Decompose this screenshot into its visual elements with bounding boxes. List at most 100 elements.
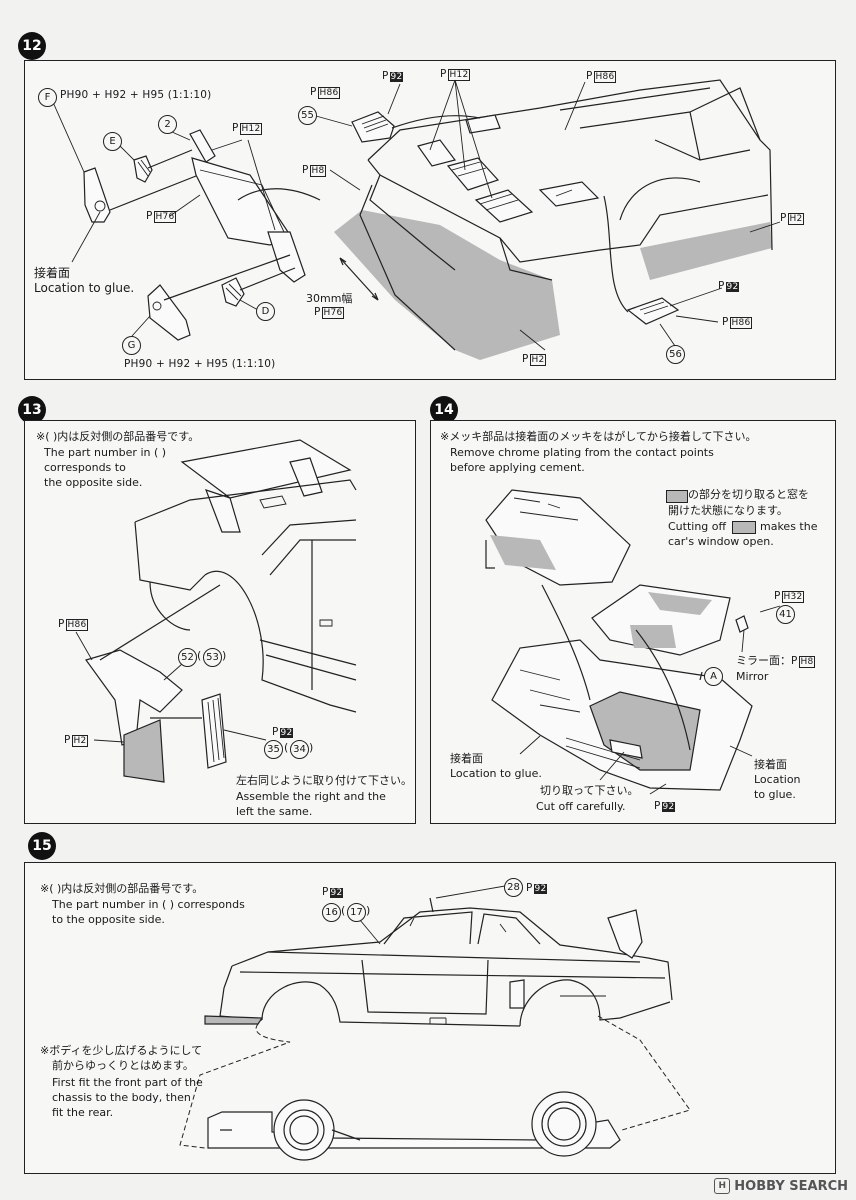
endplate-g xyxy=(147,284,191,341)
window-note-en-2: makes the xyxy=(760,520,818,533)
fit-jp-1: ※ボディを少し広げるようにして xyxy=(40,1044,203,1057)
cut-en: Cut off carefully. xyxy=(536,800,626,813)
main-wing xyxy=(191,157,291,246)
part-g-label: G xyxy=(122,336,141,355)
window-cutoff-swatch xyxy=(666,490,688,503)
rear-guide-dash xyxy=(597,1015,691,1131)
step-14-note-en-1: Remove chrome plating from the contact p… xyxy=(450,446,714,459)
mirror-en: Mirror xyxy=(736,670,769,683)
step-15-note-en-1: The part number in ( ) corresponds xyxy=(52,898,245,911)
glue-right-en-1: Location xyxy=(754,773,801,786)
part-35-label: 35 xyxy=(264,740,283,759)
step-14-note-jp: ※メッキ部品は接着面のメッキをはがしてから接着して下さい。 xyxy=(440,430,757,443)
part-17-label: 17 xyxy=(347,903,366,922)
front-guide-dash xyxy=(179,1023,291,1149)
assemble-en-2: left the same. xyxy=(236,805,313,818)
hood-flap xyxy=(538,181,600,207)
fender-lower-shade xyxy=(124,720,164,782)
hood-vents xyxy=(417,114,534,223)
side-skirt-shade xyxy=(640,222,772,280)
hobby-search-logo-icon: H xyxy=(714,1178,731,1194)
part-41-label: 41 xyxy=(776,605,795,624)
window-note-jp-2: 開けた状態になります。 xyxy=(668,504,788,517)
front-spoiler-shade xyxy=(334,210,560,360)
part-a-label: A xyxy=(704,667,723,686)
step-13-note-en-2: corresponds to xyxy=(44,461,126,474)
step-12-badge: 12 xyxy=(18,32,46,60)
scoop-55 xyxy=(351,111,395,143)
watermark-text: HOBBY SEARCH xyxy=(734,1178,848,1194)
fit-en-3: fit the rear. xyxy=(52,1106,114,1119)
part-17-paren-close: ) xyxy=(366,904,371,917)
part-f-label: F xyxy=(38,88,57,107)
glue-left-en: Location to glue. xyxy=(450,767,542,780)
cut-jp: 切り取って下さい。 xyxy=(540,784,639,797)
glue-right-en-2: to glue. xyxy=(754,788,796,801)
part-28-label: 28 xyxy=(504,878,523,897)
part-34-paren-open: ( xyxy=(284,741,289,754)
part-2-label: 2 xyxy=(158,115,177,134)
stay-2 xyxy=(189,129,216,163)
part-34-paren-close: ) xyxy=(309,741,314,754)
part-34-label: 34 xyxy=(290,740,309,759)
part-d-label: D xyxy=(256,302,275,321)
step-13-note-jp: ※( )内は反対側の部品番号です。 xyxy=(36,430,200,443)
part-17-paren-open: ( xyxy=(341,904,346,917)
part-16-label: 16 xyxy=(322,903,341,922)
paint-code-bottom-mix: PH90 + H92 + H95 (1:1:10) xyxy=(124,358,276,370)
window-note-jp-1: の部分を切り取ると窓を xyxy=(688,488,809,501)
fender-52 xyxy=(85,649,183,746)
paint-code-mix: H90 + H92 + H95 (1:1:10) xyxy=(66,89,212,101)
part-53-paren-open: ( xyxy=(197,649,202,662)
paint-code-top: PH90 + H92 + H95 (1:1:10) xyxy=(60,89,211,101)
width-30mm-label: 30mm幅 xyxy=(306,292,353,305)
glue-left-jp: 接着面 xyxy=(450,752,483,765)
mirror-41 xyxy=(735,615,749,633)
window-note-en-3: car's window open. xyxy=(668,535,774,548)
window-cutoff-swatch-inline xyxy=(732,521,756,534)
step-14-badge: 14 xyxy=(430,396,458,424)
lower-stay xyxy=(267,231,306,283)
glue-location-jp: 接着面 xyxy=(34,266,71,280)
assemble-jp: 左右同じように取り付けて下さい。 xyxy=(236,774,412,787)
assemble-en-1: Assemble the right and the xyxy=(236,790,386,803)
paint-code-prefix: P xyxy=(60,89,67,101)
step-13-note-en-3: the opposite side. xyxy=(44,476,143,489)
hobby-search-watermark: H HOBBY SEARCH xyxy=(714,1178,848,1194)
part-53-label: 53 xyxy=(203,648,222,667)
step-15-badge: 15 xyxy=(28,832,56,860)
step-14-note-en-2: before applying cement. xyxy=(450,461,585,474)
fit-en-2: chassis to the body, then xyxy=(52,1091,191,1104)
car-body-side xyxy=(204,907,673,1027)
glue-right-jp: 接着面 xyxy=(754,758,787,771)
endplate-f xyxy=(83,167,111,223)
window-note-en-1: Cutting off xyxy=(668,520,727,533)
part-56-label: 56 xyxy=(666,345,685,364)
step-13-badge: 13 xyxy=(18,396,46,424)
part-e-label: E xyxy=(103,132,122,151)
step-15-note-jp: ※( )内は反対側の部品番号です。 xyxy=(40,882,204,895)
vent-35 xyxy=(201,693,227,769)
chassis-side xyxy=(207,1091,621,1161)
step-15-note-en-2: to the opposite side. xyxy=(52,913,165,926)
